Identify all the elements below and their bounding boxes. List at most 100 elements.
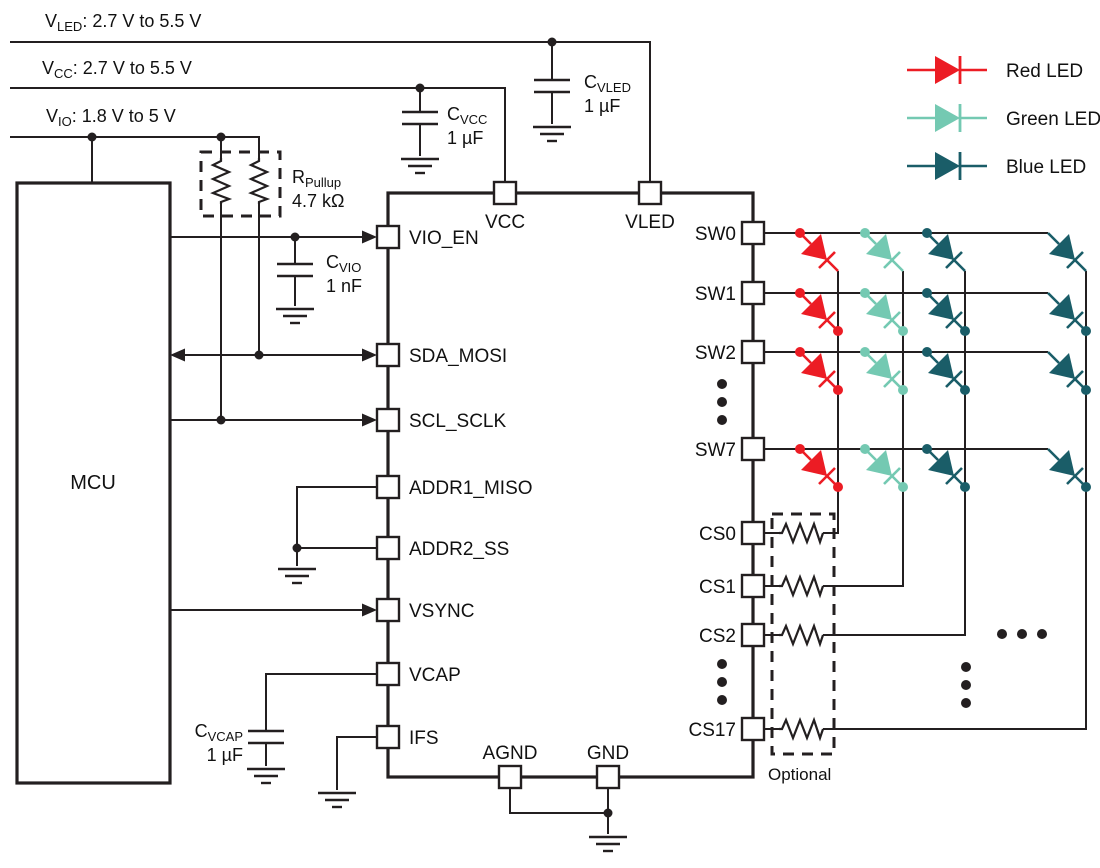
anode-dot bbox=[922, 347, 932, 357]
pin-vsync bbox=[375, 597, 401, 623]
legend-blue-label: Blue LED bbox=[1006, 157, 1086, 178]
cvio-value: 1 nF bbox=[326, 276, 362, 296]
green-led-symbol bbox=[863, 291, 905, 333]
vcap-wire bbox=[265, 673, 377, 731]
anode-dot bbox=[922, 288, 932, 298]
resistor-symbol bbox=[249, 156, 269, 206]
pin-addr1-miso bbox=[375, 474, 401, 500]
green-led-symbol bbox=[863, 350, 905, 392]
cvcc-capacitor bbox=[399, 88, 441, 175]
pin-addr2-ss-label: ADDR2_SS bbox=[409, 539, 509, 560]
pin-sw2-label: SW2 bbox=[695, 343, 736, 364]
vcc-rail-label: VCC: 2.7 V to 5.5 V bbox=[42, 58, 192, 81]
arrowhead-right bbox=[362, 230, 377, 244]
anode-dot bbox=[922, 444, 932, 454]
pin-vio-en-label: VIO_EN bbox=[409, 228, 479, 249]
pin-cs17 bbox=[740, 716, 766, 742]
cathode-dot bbox=[1081, 326, 1091, 336]
blue-led-symbol bbox=[925, 291, 967, 333]
cathode-dot bbox=[898, 326, 908, 336]
pin-gnd-label: GND bbox=[587, 743, 629, 764]
pin-vio-en bbox=[375, 224, 401, 250]
pin-sw2 bbox=[740, 339, 766, 365]
legend-item-blue-led bbox=[905, 150, 989, 182]
cvcap-value: 1 µF bbox=[207, 745, 243, 765]
mcu-label: MCU bbox=[70, 472, 116, 494]
mcu-block bbox=[15, 181, 172, 785]
ic-bottom-pins bbox=[497, 764, 629, 853]
red-column-wire bbox=[823, 271, 839, 534]
pin-sw7-label: SW7 bbox=[695, 440, 736, 461]
pin-vcap-label: VCAP bbox=[409, 665, 461, 686]
ifs-wire bbox=[336, 736, 377, 790]
anode-dot bbox=[795, 228, 805, 238]
ground-symbol bbox=[399, 157, 441, 175]
ellipsis-dots bbox=[717, 379, 1047, 708]
cvcap-label: CVCAP bbox=[195, 721, 243, 744]
vio-rail-label: VIO: 1.8 V to 5 V bbox=[46, 106, 176, 129]
legend-item-red-led bbox=[905, 54, 989, 86]
cvled-label: CVLED bbox=[584, 72, 631, 95]
capacitor-symbol bbox=[400, 110, 440, 126]
pin-cs2 bbox=[740, 622, 766, 648]
blue-led-symbol bbox=[925, 447, 967, 489]
blue-led-symbol bbox=[925, 231, 967, 273]
pin-cs0 bbox=[740, 520, 766, 546]
pin-vled-label: VLED bbox=[625, 212, 675, 233]
pullup-value: 4.7 kΩ bbox=[292, 191, 344, 211]
vled-rail-wire bbox=[10, 41, 651, 183]
pin-addr2-ss bbox=[375, 535, 401, 561]
optional-label: Optional bbox=[768, 765, 831, 784]
pin-vsync-label: VSYNC bbox=[409, 601, 474, 622]
optional-dashed-box bbox=[770, 512, 836, 756]
junction-dot bbox=[216, 132, 226, 142]
cathode-dot bbox=[960, 385, 970, 395]
resistor-symbol bbox=[777, 522, 825, 544]
led-matrix bbox=[764, 232, 1087, 730]
red-led-symbol bbox=[798, 350, 840, 392]
cathode-dot bbox=[1081, 482, 1091, 492]
resistor-symbol bbox=[777, 718, 825, 740]
pin-sda-mosi bbox=[375, 342, 401, 368]
cvcc-value: 1 µF bbox=[447, 128, 483, 148]
legend-red-label: Red LED bbox=[1006, 61, 1083, 82]
pin-sw1-label: SW1 bbox=[695, 284, 736, 305]
junction-dot bbox=[292, 543, 302, 553]
cathode-dot bbox=[898, 482, 908, 492]
ground-symbol bbox=[587, 835, 629, 853]
mcu-ic-wires bbox=[170, 230, 377, 809]
cvcc-label: CVCC bbox=[447, 104, 487, 127]
cathode-dot bbox=[833, 326, 843, 336]
arrowhead-left bbox=[170, 348, 185, 362]
ground-symbol bbox=[316, 791, 358, 809]
pin-cs17-label: CS17 bbox=[688, 720, 736, 741]
cvled-capacitor bbox=[531, 42, 573, 143]
cs-resistors bbox=[764, 512, 836, 756]
blue-column-wire bbox=[823, 271, 966, 636]
red-led-symbol bbox=[798, 291, 840, 333]
pin-vcc-label: VCC bbox=[485, 212, 525, 233]
pin-ifs bbox=[375, 724, 401, 750]
cvio-label: CVIO bbox=[326, 252, 361, 275]
ic-left-pins bbox=[375, 224, 401, 750]
agnd-wire bbox=[509, 788, 608, 814]
ic-block bbox=[386, 191, 755, 779]
blue-led-symbol bbox=[925, 350, 967, 392]
blue-led-column-last bbox=[1046, 231, 1091, 492]
pin-vcc bbox=[492, 180, 518, 206]
pin-sw0 bbox=[740, 220, 766, 246]
pin-gnd bbox=[595, 764, 621, 790]
vled-rail-label: VLED: 2.7 V to 5.5 V bbox=[45, 11, 201, 34]
ground-symbol bbox=[531, 125, 573, 143]
junction-dot bbox=[216, 415, 226, 425]
cathode-dot bbox=[960, 482, 970, 492]
green-led-symbol bbox=[863, 231, 905, 273]
junction-dot bbox=[254, 350, 264, 360]
pin-sw1 bbox=[740, 280, 766, 306]
blue-led-symbol bbox=[1046, 350, 1088, 392]
pin-sw0-label: SW0 bbox=[695, 224, 736, 245]
green-led-symbol bbox=[863, 447, 905, 489]
ground-symbol bbox=[245, 767, 287, 785]
